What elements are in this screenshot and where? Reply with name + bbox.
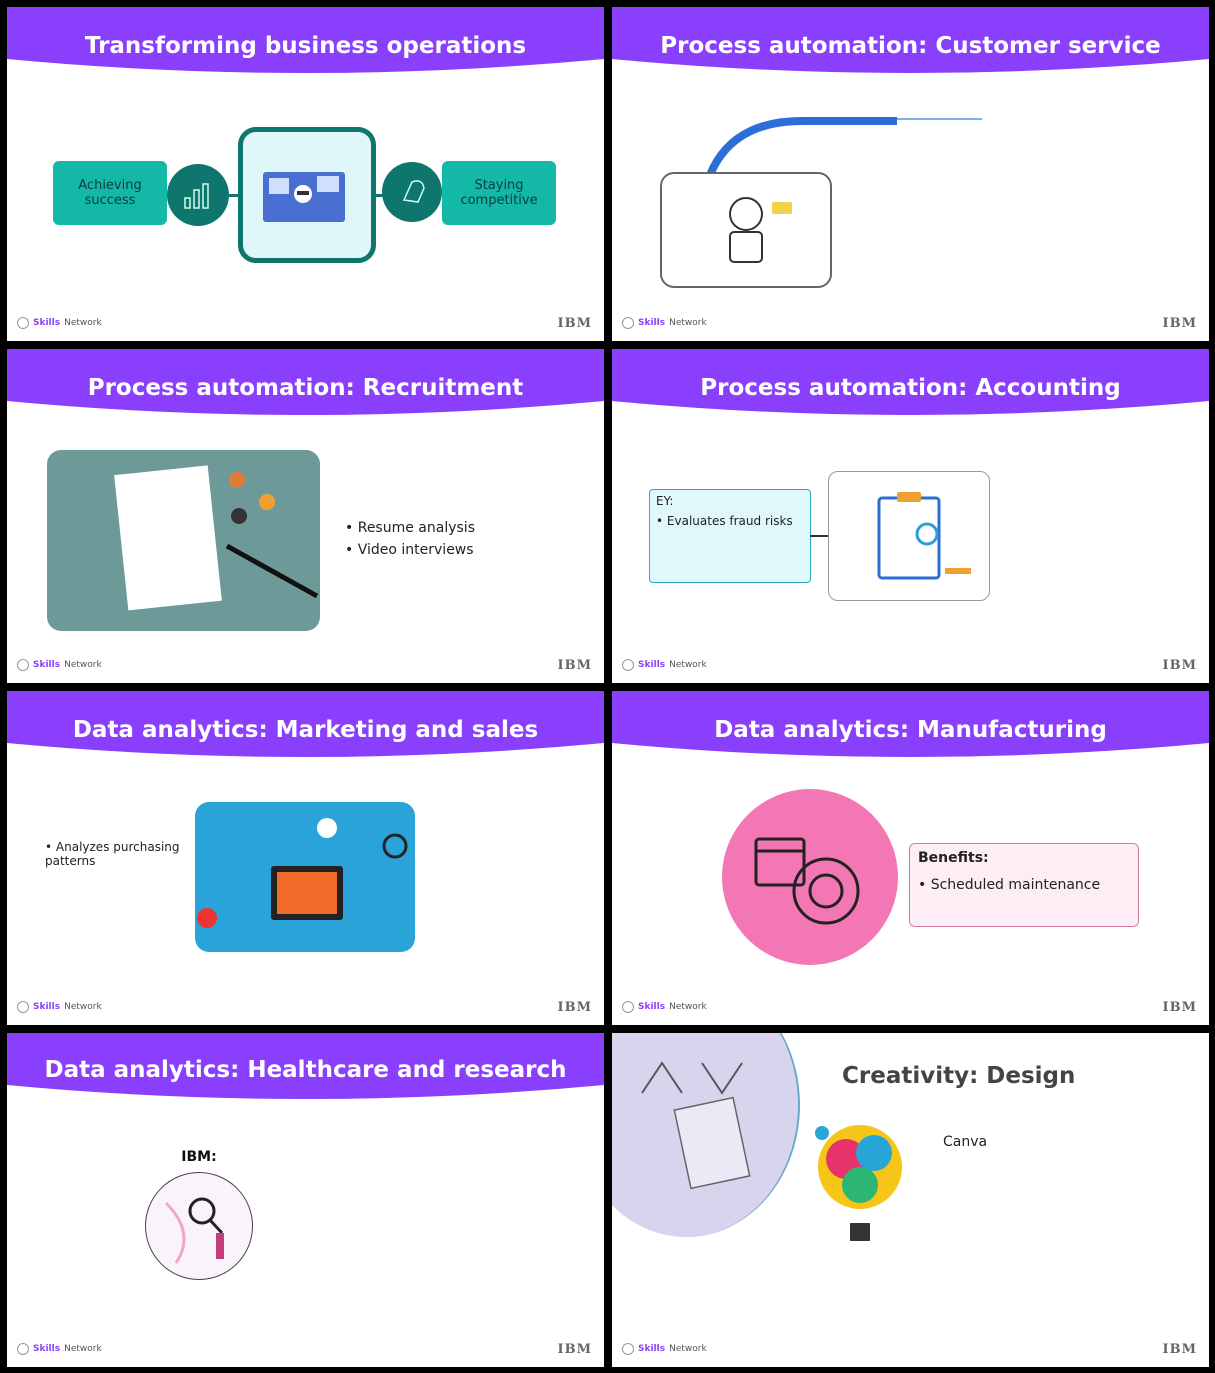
title-banner: [7, 349, 604, 415]
slide-title: Transforming business operations: [84, 33, 527, 59]
bullet-list: Scheduled maintenance: [918, 874, 1100, 896]
ibm-label: IBM:: [181, 1149, 217, 1165]
title-banner: [612, 7, 1209, 73]
maintenance-circle: [722, 789, 898, 965]
gear-calendar-icon: [754, 837, 860, 925]
slide-title: Data analytics: Marketing and sales: [72, 717, 539, 743]
globe-icon: [622, 317, 634, 329]
globe-icon: [622, 1343, 634, 1355]
ibm-logo: IBM: [1162, 316, 1197, 331]
globe-icon: [17, 659, 29, 671]
boxing-glove-icon: [382, 162, 442, 222]
slide-title: Process automation: Recruitment: [87, 375, 524, 401]
title-banner: [7, 7, 604, 73]
connector: [228, 194, 240, 197]
ibm-logo: IBM: [557, 1342, 592, 1357]
slide-recruitment: Process automation: Recruitment Resume a…: [7, 349, 604, 683]
globe-icon: [17, 1001, 29, 1013]
staying-competitive-box: Staying competitive: [442, 161, 556, 225]
bullet-list: Resume analysis Video interviews: [345, 517, 475, 561]
robot-image: [660, 172, 832, 288]
list-item: Video interviews: [345, 539, 475, 561]
balloon-image: [815, 1125, 902, 1241]
connector-curve: [706, 117, 982, 177]
slide-marketing-sales: Data analytics: Marketing and sales Anal…: [7, 691, 604, 1025]
list-item: Resume analysis: [345, 517, 475, 539]
ibm-logo: IBM: [557, 316, 592, 331]
slide-title: Process automation: Accounting: [700, 375, 1121, 401]
slide-healthcare-research: Data analytics: Healthcare and research …: [7, 1033, 604, 1367]
benefits-box: Benefits: Scheduled maintenance: [909, 843, 1139, 927]
ibm-logo: IBM: [557, 658, 592, 673]
slide-customer-service: Process automation: Customer service Ski…: [612, 7, 1209, 341]
slide-title: Process automation: Customer service: [660, 33, 1161, 59]
ibm-logo: IBM: [557, 1000, 592, 1015]
chart-icon: [167, 164, 229, 226]
bullet-list: Evaluates fraud risks: [656, 512, 793, 530]
box-heading: EY:: [656, 494, 674, 508]
slide-accounting: Process automation: Accounting EY: Evalu…: [612, 349, 1209, 683]
clipboard-image: [828, 471, 990, 601]
bullet-list: Analyzes purchasing patterns: [45, 840, 185, 868]
globe-icon: [17, 1343, 29, 1355]
globe-icon: [17, 317, 29, 329]
slide-manufacturing: Data analytics: Manufacturing Benefits: …: [612, 691, 1209, 1025]
ibm-logo: IBM: [1162, 658, 1197, 673]
ai-dashboard-image: [238, 127, 376, 263]
title-banner: [7, 691, 604, 757]
title-banner: [612, 691, 1209, 757]
globe-icon: [622, 1001, 634, 1013]
box-heading: Benefits:: [918, 850, 989, 866]
connector: [810, 535, 828, 537]
slide-title: Data analytics: Manufacturing: [714, 717, 1107, 743]
canva-label: Canva: [943, 1134, 988, 1150]
resume-image: [47, 450, 320, 631]
slide-title: Creativity: Design: [842, 1063, 1076, 1089]
slide-title: Data analytics: Healthcare and research: [44, 1057, 567, 1083]
analytics-tablet-image: [195, 802, 415, 952]
design-sketch-image: [612, 1033, 800, 1237]
ibm-logo: IBM: [1162, 1000, 1197, 1015]
list-item: Analyzes purchasing patterns: [45, 840, 185, 868]
ey-box: EY: Evaluates fraud risks: [649, 489, 811, 583]
title-banner: [612, 349, 1209, 415]
slide-transforming-business: Transforming business operations Achievi…: [7, 7, 604, 341]
dna-research-image: [145, 1172, 253, 1280]
ibm-logo: IBM: [1162, 1342, 1197, 1357]
achieving-success-box: Achieving success: [53, 161, 167, 225]
title-banner: [7, 1033, 604, 1099]
connector: [371, 194, 383, 197]
list-item: Scheduled maintenance: [918, 874, 1100, 896]
list-item: Evaluates fraud risks: [656, 512, 793, 530]
globe-icon: [622, 659, 634, 671]
